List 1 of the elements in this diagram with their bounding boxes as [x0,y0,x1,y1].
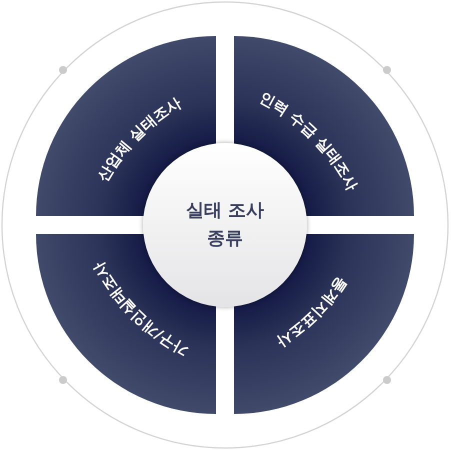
center-label: 실태 조사 종류 [184,199,266,251]
